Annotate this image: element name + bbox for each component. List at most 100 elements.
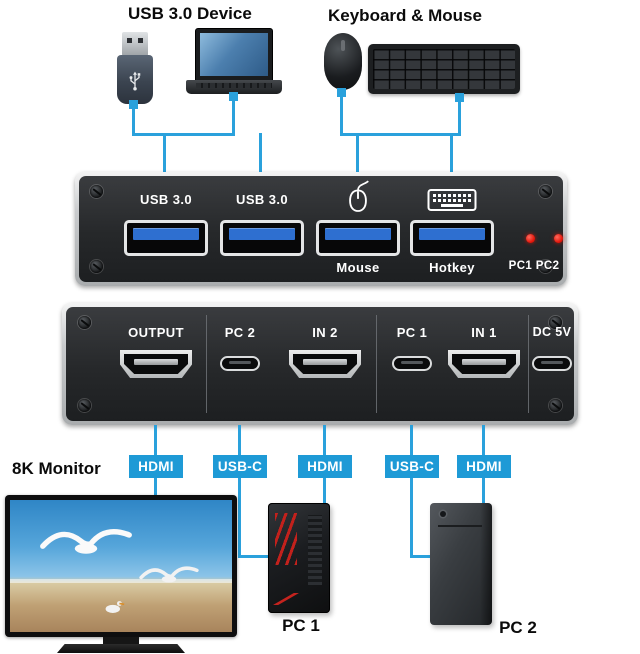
cable-line [323,425,326,455]
usb3-port-mouse [316,220,400,256]
monitor [5,495,237,637]
monitor-stand-neck [103,637,139,644]
cable-line [450,133,453,176]
hdmi-port-output [120,350,192,378]
screw-icon [549,399,562,412]
screw-icon [90,185,103,198]
cable-line [132,133,235,136]
laptop-display [200,33,268,76]
cable-line [154,425,157,455]
mouse-device-icon [324,33,362,90]
mouse-port-icon [349,180,369,212]
usb-port-2-label: USB 3.0 [236,192,288,207]
usb-flash-drive-icon [117,32,153,104]
cable-line [259,133,262,176]
usb-tongue [229,228,295,240]
cable-junction [337,88,346,97]
hotkey-port-label: Hotkey [429,260,475,275]
usbc-port-dc5v [532,356,572,371]
usb3-port-2 [220,220,304,256]
cable-badge-hdmi-output: HDMI [129,455,183,478]
port-label-in2: IN 2 [312,325,338,340]
cable-line [238,478,241,558]
led-caption: PC1 PC2 [508,260,560,272]
cable-line [238,425,241,455]
pc2-tower [430,503,492,625]
keyboard-port-icon [427,189,477,211]
led-pc2 [554,234,563,243]
keyboard-keys [373,49,515,89]
port-label-dc5v: DC 5V [532,325,572,339]
usb-connector-hole [127,38,132,43]
pc1-label: PC 1 [282,616,320,635]
cable-line [482,425,485,455]
laptop-icon [186,28,282,95]
pc2-side-shade [480,503,492,625]
pc1-grille [308,515,322,585]
usb-trident-icon [129,71,141,91]
pc1-tower [268,503,330,613]
port-label-pc1: PC 1 [396,325,428,340]
usb-tongue [325,228,391,240]
keyboard-device-icon [368,44,520,94]
screw-icon [78,316,91,329]
cable-line [356,133,359,176]
cable-line [154,478,157,495]
screw-icon [539,185,552,198]
usbc-port-pc2 [220,356,260,371]
cable-line [482,478,485,505]
usb-device-heading: USB 3.0 Device [128,4,252,23]
pc2-label: PC 2 [499,618,537,637]
screw-icon [78,399,91,412]
usb-tongue [419,228,485,240]
hdmi-slot [462,359,506,365]
screw-icon [539,260,552,273]
pc1-red-accent [273,593,299,605]
cable-badge-usbc-pc2: USB-C [213,455,267,478]
standing-seagull-icon [105,601,125,613]
pc2-power-button [440,511,446,517]
monitor-heading: 8K Monitor [12,459,101,478]
pc2-drive-bay-line [438,525,482,527]
hdmi-port-in1 [448,350,520,378]
usb-connector [122,32,148,56]
usb-connector-hole [138,38,143,43]
usb-tongue [133,228,199,240]
cable-line [340,133,461,136]
port-label-output: OUTPUT [128,325,184,340]
cable-line [340,95,343,136]
cable-badge-hdmi-in2: HDMI [298,455,352,478]
usb-port-1-label: USB 3.0 [140,192,192,207]
cable-line [410,555,433,558]
cable-line [410,478,413,558]
cable-junction [229,92,238,101]
panel-divider [376,315,377,413]
port-label-pc2: PC 2 [224,325,256,340]
cable-line [410,425,413,455]
shoreline [10,579,232,584]
laptop-base [186,80,282,94]
port-label-in1: IN 1 [471,325,497,340]
monitor-stand-base [57,644,185,653]
hdmi-port-in2 [289,350,361,378]
cable-line [238,555,270,558]
usb3-port-hotkey [410,220,494,256]
cable-junction [129,100,138,109]
panel-divider [528,315,529,413]
usbc-port-pc1 [392,356,432,371]
usb-drive-body [117,55,153,104]
cable-line [232,99,235,136]
usb3-port-1 [124,220,208,256]
cable-junction [455,93,464,102]
seagull-icon [139,566,199,583]
laptop-keyboard [196,83,272,88]
screw-icon [549,316,562,329]
cable-line [132,107,135,136]
kvm-rear-panel: OUTPUT PC 2 IN 2 PC 1 IN 1 DC 5V [62,303,578,425]
hdmi-slot [303,359,347,365]
pc1-red-vents [275,513,297,565]
screw-icon [90,260,103,273]
cable-line [458,100,461,136]
mouse-port-label: Mouse [336,260,380,275]
